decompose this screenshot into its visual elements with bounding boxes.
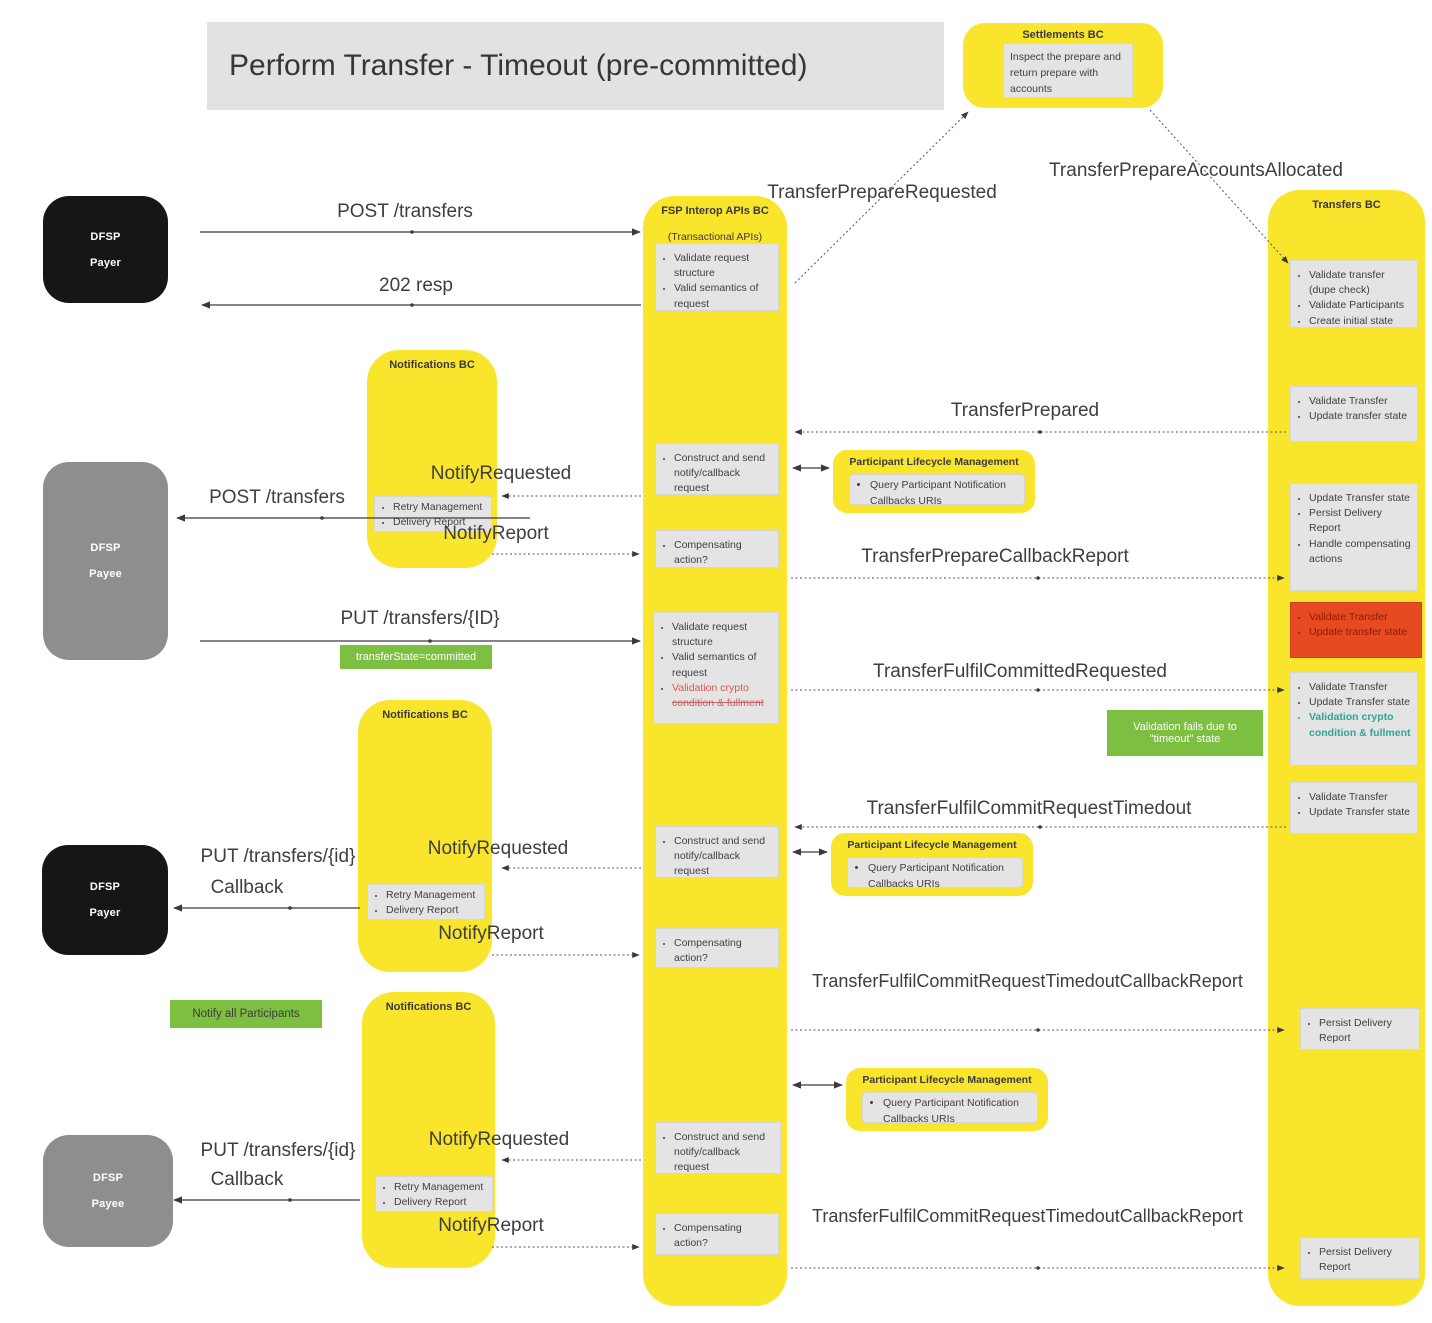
actor-line: DFSP <box>89 881 121 893</box>
fsp-step-compensating: Compensating action? <box>655 530 779 568</box>
plm-steps: Query Participant Notification Callbacks… <box>849 474 1025 507</box>
fsp-step-construct-notify: Construct and send notify/callback reque… <box>655 1122 781 1174</box>
fsp-interop-lane-title: FSP Interop APIs BC <box>661 205 769 217</box>
actor-line: DFSP <box>92 1172 124 1184</box>
plm-title: Participant Lifecycle Management <box>849 456 1019 468</box>
plm-box-3: Participant Lifecycle Management Query P… <box>846 1068 1048 1131</box>
plm-steps: Query Participant Notification Callbacks… <box>847 857 1023 890</box>
msg-post-transfers-2: POST /transfers <box>209 487 345 508</box>
diagram-title: Perform Transfer - Timeout (pre-committe… <box>229 49 808 82</box>
settlements-bc-title: Settlements BC <box>1022 29 1104 41</box>
msg-callback-2: Callback <box>210 1169 284 1190</box>
transfers-step-validate-update-2: Validate TransferUpdate Transfer state <box>1290 782 1418 834</box>
fsp-step-validate-crypto: Validate request structureValid semantic… <box>653 612 779 724</box>
fsp-interop-lane-subtitle: (Transactional APIs) <box>667 231 763 243</box>
actor-line: Payer <box>90 256 121 269</box>
transfers-step-crypto: Validate TransferUpdate Transfer stateVa… <box>1290 672 1418 766</box>
notifications-bc-box-3: Notifications BC <box>362 992 495 1268</box>
actor-line: Payee <box>91 1198 125 1210</box>
plm-box-1: Participant Lifecycle Management Query P… <box>833 450 1035 513</box>
fsp-step-construct-notify: Construct and send notify/callback reque… <box>655 826 779 878</box>
notifications-steps: Retry ManagementDelivery Report <box>367 884 485 920</box>
notifications-bc-title: Notifications BC <box>382 709 468 721</box>
transfers-step-validate-update: Validate TransferUpdate transfer state <box>1290 386 1418 442</box>
msg-timedout-callback-report-1: TransferFulfilCommitRequestTimedoutCallb… <box>812 971 1243 991</box>
fsp-step-validate-request: Validate request structureValid semantic… <box>655 243 779 311</box>
msg-notify-requested-2: NotifyRequested <box>427 838 569 859</box>
actor-dfsp-payee-2: DFSP Payee <box>43 1135 173 1247</box>
msg-202-resp: 202 resp <box>379 275 453 296</box>
plm-box-2: Participant Lifecycle Management Query P… <box>831 833 1033 896</box>
fsp-interop-lane: FSP Interop APIs BC (Transactional APIs) <box>643 196 787 1306</box>
actor-dfsp-payee-1: DFSP Payee <box>43 462 168 660</box>
msg-notify-report-2: NotifyReport <box>438 923 544 944</box>
msg-transfer-prepare-callback-report: TransferPrepareCallbackReport <box>861 546 1129 567</box>
diagram-title-box: Perform Transfer - Timeout (pre-committe… <box>207 22 944 110</box>
transfers-step-update-persist: Update Transfer statePersist Delivery Re… <box>1290 483 1418 591</box>
msg-transfer-prepare-requested: TransferPrepareRequested <box>767 182 997 203</box>
msg-notify-requested-3: NotifyRequested <box>428 1129 570 1150</box>
fsp-step-compensating: Compensating action? <box>655 1213 779 1255</box>
settlements-bc-box: Settlements BC Inspect the prepare and r… <box>963 23 1163 108</box>
msg-notify-requested-1: NotifyRequested <box>430 463 572 484</box>
plm-title: Participant Lifecycle Management <box>847 839 1017 851</box>
msg-transfer-prepared: TransferPrepared <box>950 400 1100 421</box>
notifications-steps: Retry ManagementDelivery Report <box>375 1176 493 1212</box>
transfers-step-initial: Validate transfer (dupe check)Validate P… <box>1290 260 1418 328</box>
transfers-step-persist: Persist Delivery Report <box>1300 1008 1420 1050</box>
settlements-note: Inspect the prepare and return prepare w… <box>1003 43 1133 98</box>
notifications-bc-box-2: Notifications BC <box>358 700 492 972</box>
actor-line: DFSP <box>90 230 121 243</box>
plm-steps: Query Participant Notification Callbacks… <box>862 1092 1038 1125</box>
note-transfer-state-committed: transferState=committed <box>340 645 492 669</box>
msg-put-transfers-id-1: PUT /transfers/{id} <box>200 846 356 867</box>
transfers-step-error: Validate TransferUpdate transfer state <box>1290 602 1422 658</box>
transfers-step-persist: Persist Delivery Report <box>1300 1237 1420 1279</box>
actor-line: DFSP <box>90 542 121 554</box>
msg-transfer-prepare-accounts-allocated: TransferPrepareAccountsAllocated <box>1049 160 1343 181</box>
notifications-bc-title: Notifications BC <box>389 359 475 371</box>
actor-dfsp-payer-1: DFSP Payer <box>43 196 168 303</box>
notifications-steps: Retry ManagementDelivery Report <box>374 496 492 532</box>
msg-post-transfers-1: POST /transfers <box>337 201 473 222</box>
msg-transfer-fulfil-commit-request-timedout: TransferFulfilCommitRequestTimedout <box>866 798 1192 819</box>
msg-put-transfers-id-upper: PUT /transfers/{ID} <box>340 608 500 629</box>
actor-line: Payee <box>89 568 122 580</box>
msg-transfer-fulfil-committed-requested: TransferFulfilCommittedRequested <box>873 661 1167 682</box>
notifications-bc-title: Notifications BC <box>385 1001 472 1013</box>
msg-put-transfers-id-2: PUT /transfers/{id} <box>200 1140 356 1161</box>
plm-title: Participant Lifecycle Management <box>862 1074 1032 1086</box>
note-notify-all-participants: Notify all Participants <box>170 1000 322 1028</box>
msg-notify-report-3: NotifyReport <box>438 1215 544 1236</box>
msg-timedout-callback-report-2: TransferFulfilCommitRequestTimedoutCallb… <box>812 1206 1243 1226</box>
fsp-step-construct-notify: Construct and send notify/callback reque… <box>655 443 779 495</box>
fsp-step-compensating: Compensating action? <box>655 928 779 968</box>
msg-callback-1: Callback <box>210 877 284 898</box>
actor-line: Payer <box>89 907 121 919</box>
transfers-lane-title: Transfers BC <box>1312 199 1381 211</box>
msg-notify-report-1: NotifyReport <box>443 523 549 544</box>
note-validation-fails: Validation fails due to "timeout" state <box>1107 710 1263 756</box>
actor-dfsp-payer-2: DFSP Payer <box>42 845 168 955</box>
